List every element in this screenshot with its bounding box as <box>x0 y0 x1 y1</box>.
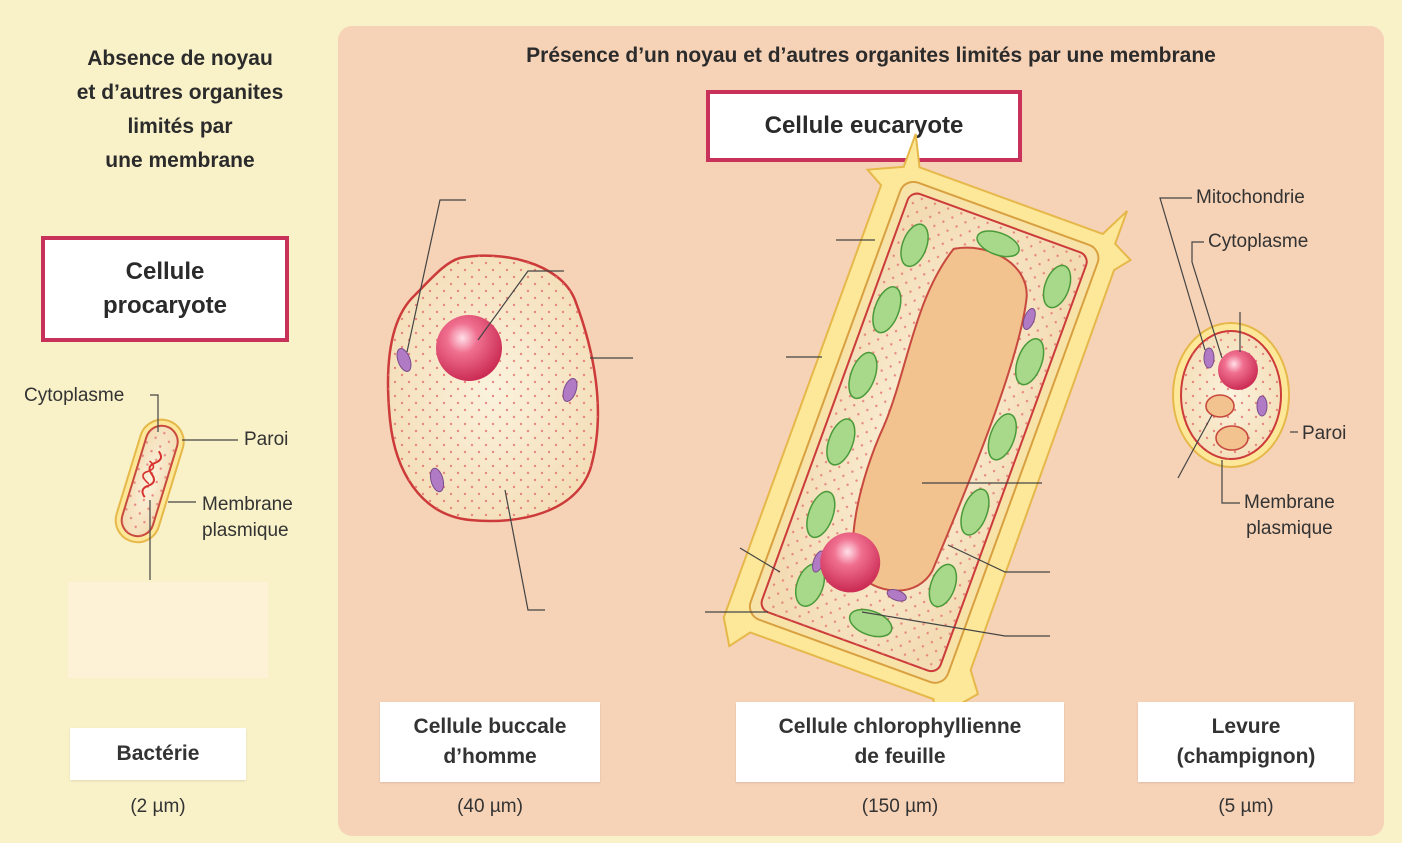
size-yeast: (5 µm) <box>1138 796 1354 818</box>
label-paroi-bacterium: Paroi <box>244 427 288 453</box>
blank-label-area <box>68 582 268 678</box>
name-leaf: Cellule chlorophyllienne de feuille <box>736 702 1064 782</box>
leaf-cell <box>698 123 1150 732</box>
yeast-cell <box>1173 323 1289 467</box>
name-bacterie: Bactérie <box>70 728 246 780</box>
size-buccal: (40 µm) <box>380 796 600 818</box>
label-cytoplasme-bacterium: Cytoplasme <box>24 383 124 409</box>
size-leaf: (150 µm) <box>736 796 1064 818</box>
label-mitochondrie: Mitochondrie <box>1196 185 1305 211</box>
name-buccal: Cellule buccale d’homme <box>380 702 600 782</box>
name-yeast: Levure (champignon) <box>1138 702 1354 782</box>
size-bacterie: (2 µm) <box>70 796 246 818</box>
label-cytoplasme-yeast: Cytoplasme <box>1208 229 1308 255</box>
label-membrane-bacterium: Membrane plasmique <box>202 492 293 544</box>
label-membrane-yeast: Membrane plasmique <box>1244 490 1335 542</box>
label-paroi-yeast: Paroi <box>1302 421 1346 447</box>
